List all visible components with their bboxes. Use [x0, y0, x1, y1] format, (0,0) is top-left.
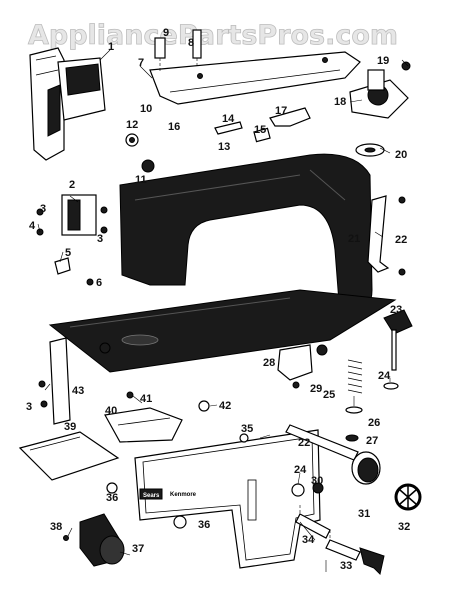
callout-43: 43 — [72, 385, 84, 397]
callout-37: 37 — [132, 543, 144, 555]
callout-39: 39 — [64, 421, 76, 433]
callout-11: 11 — [135, 174, 147, 186]
callout-23: 23 — [390, 304, 402, 316]
callout-6: 6 — [96, 277, 102, 289]
callout-38: 38 — [50, 521, 62, 533]
callout-26: 26 — [368, 417, 380, 429]
callout-27: 27 — [366, 435, 378, 447]
callout-33: 33 — [340, 560, 352, 572]
machine-bed — [48, 289, 397, 373]
callout-4: 4 — [29, 220, 36, 232]
plate-brand: Sears — [143, 493, 160, 499]
callout-13: 13 — [218, 141, 230, 153]
callout-3-c: 3 — [26, 401, 32, 413]
slide-plate — [18, 431, 120, 481]
callout-18: 18 — [334, 96, 346, 108]
plate-model: Kenmore — [170, 492, 197, 498]
machine-arm — [119, 153, 373, 316]
callout-40: 40 — [105, 405, 117, 417]
nameplate: Sears Kenmore — [134, 429, 321, 569]
callout-3-a: 3 — [40, 203, 46, 215]
spool-pin — [383, 309, 413, 390]
callout-24-b: 24 — [294, 464, 307, 476]
callout-labels: 1 2 3 3 3 4 5 6 7 8 9 10 11 12 13 14 15 … — [26, 27, 410, 572]
callout-24-a: 24 — [378, 370, 391, 382]
callout-5: 5 — [65, 247, 71, 259]
callout-36-a: 36 — [106, 492, 118, 504]
callout-29: 29 — [310, 383, 322, 395]
watermark-text: AppliancePartsPros.com — [28, 20, 398, 51]
callout-7: 7 — [138, 57, 144, 69]
shaft-parts — [125, 107, 311, 173]
spring-assembly — [277, 344, 363, 442]
knobs — [285, 424, 422, 511]
callout-14: 14 — [222, 113, 235, 125]
callout-2: 2 — [69, 179, 75, 191]
callout-1: 1 — [108, 41, 114, 53]
callout-16: 16 — [168, 121, 180, 133]
gear-assembly — [349, 61, 411, 157]
face-plate — [29, 47, 106, 161]
callout-34: 34 — [302, 534, 315, 546]
callout-8: 8 — [188, 37, 194, 49]
parts-40-42 — [104, 391, 210, 443]
callout-22-b: 22 — [298, 437, 310, 449]
bracket-43 — [38, 337, 71, 425]
top-cover — [149, 51, 361, 105]
thread-tension — [154, 29, 202, 72]
callout-9: 9 — [163, 27, 169, 39]
callout-20: 20 — [395, 149, 407, 161]
callout-41: 41 — [140, 393, 152, 405]
motor-unit — [63, 482, 187, 567]
callout-3-b: 3 — [97, 233, 103, 245]
bobbin-winder — [295, 505, 385, 575]
callout-22-a: 22 — [395, 234, 407, 246]
callout-36-b: 36 — [198, 519, 210, 531]
callout-30: 30 — [311, 475, 323, 487]
callout-15: 15 — [254, 124, 266, 136]
callout-19: 19 — [377, 55, 389, 67]
callout-42: 42 — [219, 400, 231, 412]
callout-25: 25 — [323, 389, 335, 401]
callout-35: 35 — [241, 423, 253, 435]
callout-17: 17 — [275, 105, 287, 117]
leader-lines — [37, 49, 409, 572]
callout-32: 32 — [398, 521, 410, 533]
callout-21: 21 — [348, 233, 360, 245]
callout-10: 10 — [140, 103, 152, 115]
callout-28: 28 — [263, 357, 275, 369]
callout-12: 12 — [126, 119, 138, 131]
callout-31: 31 — [358, 508, 370, 520]
